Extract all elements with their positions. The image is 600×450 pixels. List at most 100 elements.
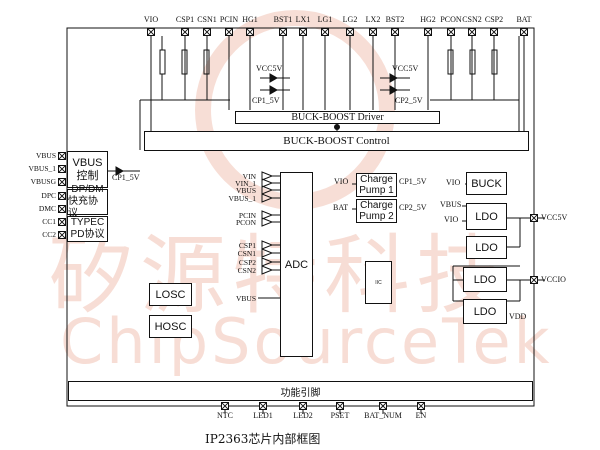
- top-pin-label: LX1: [295, 15, 311, 24]
- typec-line1: TYPEC: [70, 217, 105, 228]
- bottom-pin-label: PSET: [330, 411, 350, 420]
- top-pin-label: CSN2: [462, 15, 482, 24]
- hosc-block: HOSC: [149, 315, 192, 338]
- bottom-pin-label: LED2: [293, 411, 313, 420]
- top-pin-label: HG1: [242, 15, 258, 24]
- top-pin-bst2: [391, 28, 399, 36]
- top-pin-bst1: [279, 28, 287, 36]
- adc-input-buffer: [261, 257, 274, 267]
- adc-input-label: VBUS_1: [228, 194, 256, 203]
- cp2-5v-right-label: CP2_5V: [395, 96, 423, 105]
- top-pin-hg2: [424, 28, 432, 36]
- ldo2-label: LDO: [475, 241, 498, 254]
- watermark-chinese: 矽源特科技: [48, 226, 508, 326]
- top-pin-label: HG2: [420, 15, 436, 24]
- buck-label: BUCK: [471, 177, 502, 190]
- top-pin-lg2: [346, 28, 354, 36]
- top-pin-pcin: [225, 28, 233, 36]
- vcc5v-right-label: VCC5V: [392, 64, 419, 73]
- adc-input-buffer: [261, 171, 274, 181]
- left-pin-label: CC1: [42, 217, 56, 226]
- charge-pump-1: Charge Pump 1: [356, 173, 397, 197]
- top-pin-bat: [520, 28, 528, 36]
- cp1-line2: Pump 1: [359, 185, 394, 196]
- buck-boost-driver-label: BUCK-BOOST Driver: [291, 112, 384, 123]
- left-pin-vbus-1: [58, 165, 66, 173]
- bottom-pin-led1: [259, 402, 267, 410]
- iic-label: IIC: [375, 279, 382, 286]
- bottom-pin-label: LED1: [253, 411, 273, 420]
- bottom-pin-pset: [336, 402, 344, 410]
- ldo1-label: LDO: [475, 210, 498, 223]
- cp2-line1: Charge: [360, 200, 393, 211]
- adc-input-buffer: [261, 210, 274, 220]
- hosc-label: HOSC: [154, 320, 187, 333]
- left-pin-vbusg: [58, 178, 66, 186]
- left-pin-label: DPC: [41, 191, 56, 200]
- bottom-pin-bat-num: [379, 402, 387, 410]
- adc-input-label: CSP2: [238, 258, 256, 267]
- adc-input-label: VIN: [242, 172, 256, 181]
- adc-input-buffer: [261, 240, 274, 250]
- top-pin-label: LG1: [317, 15, 333, 24]
- ldo1-input-vbus-label: VBUS: [440, 200, 462, 209]
- buck-boost-control: BUCK-BOOST Control: [144, 131, 529, 151]
- function-pins-block: 功能引脚: [68, 381, 533, 401]
- top-pin-label: CSN1: [197, 15, 217, 24]
- top-pin-csn1: [203, 28, 211, 36]
- top-pin-label: BAT: [516, 15, 532, 24]
- top-pin-vio: [147, 28, 155, 36]
- left-pin-dpc: [58, 192, 66, 200]
- adc-input-label: VBUS: [235, 294, 256, 303]
- typec-line2: PD协议: [70, 229, 105, 240]
- vdd-label: VDD: [509, 312, 527, 321]
- left-pin-label: VBUS_1: [28, 164, 56, 173]
- vbus-control-line1: VBUS: [72, 156, 103, 169]
- adc-input-buffer: [261, 265, 274, 275]
- adc-input-label: VBUS: [235, 186, 256, 195]
- left-pin-cc2: [58, 231, 66, 239]
- adc-input-buffer: [261, 217, 274, 227]
- top-pin-lx2: [369, 28, 377, 36]
- losc-label: LOSC: [155, 288, 186, 301]
- function-pins-label: 功能引脚: [280, 387, 321, 399]
- adc-input-buffer: [261, 193, 274, 203]
- adc-input-buffer: [261, 248, 274, 258]
- vbus-control-block: VBUS 控制: [67, 151, 108, 188]
- bottom-pin-label: BAT_NUM: [364, 411, 402, 420]
- diagram-caption: IP2363芯片内部框图: [205, 432, 321, 446]
- adc-input-label: PCON: [235, 218, 256, 227]
- right-pin-label: VCCIO: [541, 275, 566, 284]
- top-pin-label: PCIN: [219, 15, 239, 24]
- top-pin-label: PCON: [440, 15, 462, 24]
- top-pin-lx1: [299, 28, 307, 36]
- vbus-control-line2: 控制: [76, 169, 99, 182]
- top-pin-lg1: [321, 28, 329, 36]
- ldo-block-4: LDO: [463, 299, 507, 324]
- top-pin-hg1: [246, 28, 254, 36]
- top-pin-label: CSP2: [484, 15, 504, 24]
- ldo4-label: LDO: [473, 305, 497, 318]
- bottom-pin-label: EN: [415, 411, 427, 420]
- buck-boost-control-label: BUCK-BOOST Control: [283, 135, 390, 147]
- ldo1-input-vio-label: VIO: [444, 215, 459, 224]
- left-pin-label: VBUSG: [30, 177, 56, 186]
- adc-label: ADC: [284, 258, 309, 271]
- top-pin-label: BST1: [273, 15, 293, 24]
- losc-block: LOSC: [149, 283, 192, 306]
- charge-pump-2: Charge Pump 2: [356, 199, 397, 223]
- dpdm-line1: DP/DM: [71, 184, 104, 195]
- cp1-input-label: VIO: [334, 177, 349, 186]
- ldo-block-2: LDO: [466, 236, 507, 259]
- dpdm-block: DP/DM 快充协议: [67, 184, 108, 219]
- cp1-5v-left-label: CP1_5V: [252, 96, 280, 105]
- dpdm-line2: 快充协议: [68, 196, 98, 219]
- adc-block: ADC: [280, 172, 313, 357]
- cp2-output-label: CP2_5V: [399, 203, 427, 212]
- adc-input-label: CSN2: [237, 266, 256, 275]
- cp2-input-label: BAT: [333, 203, 349, 212]
- bottom-pin-en: [417, 402, 425, 410]
- cp1-output-label: CP1_5V: [399, 177, 427, 186]
- adc-input-label: CSP1: [238, 241, 256, 250]
